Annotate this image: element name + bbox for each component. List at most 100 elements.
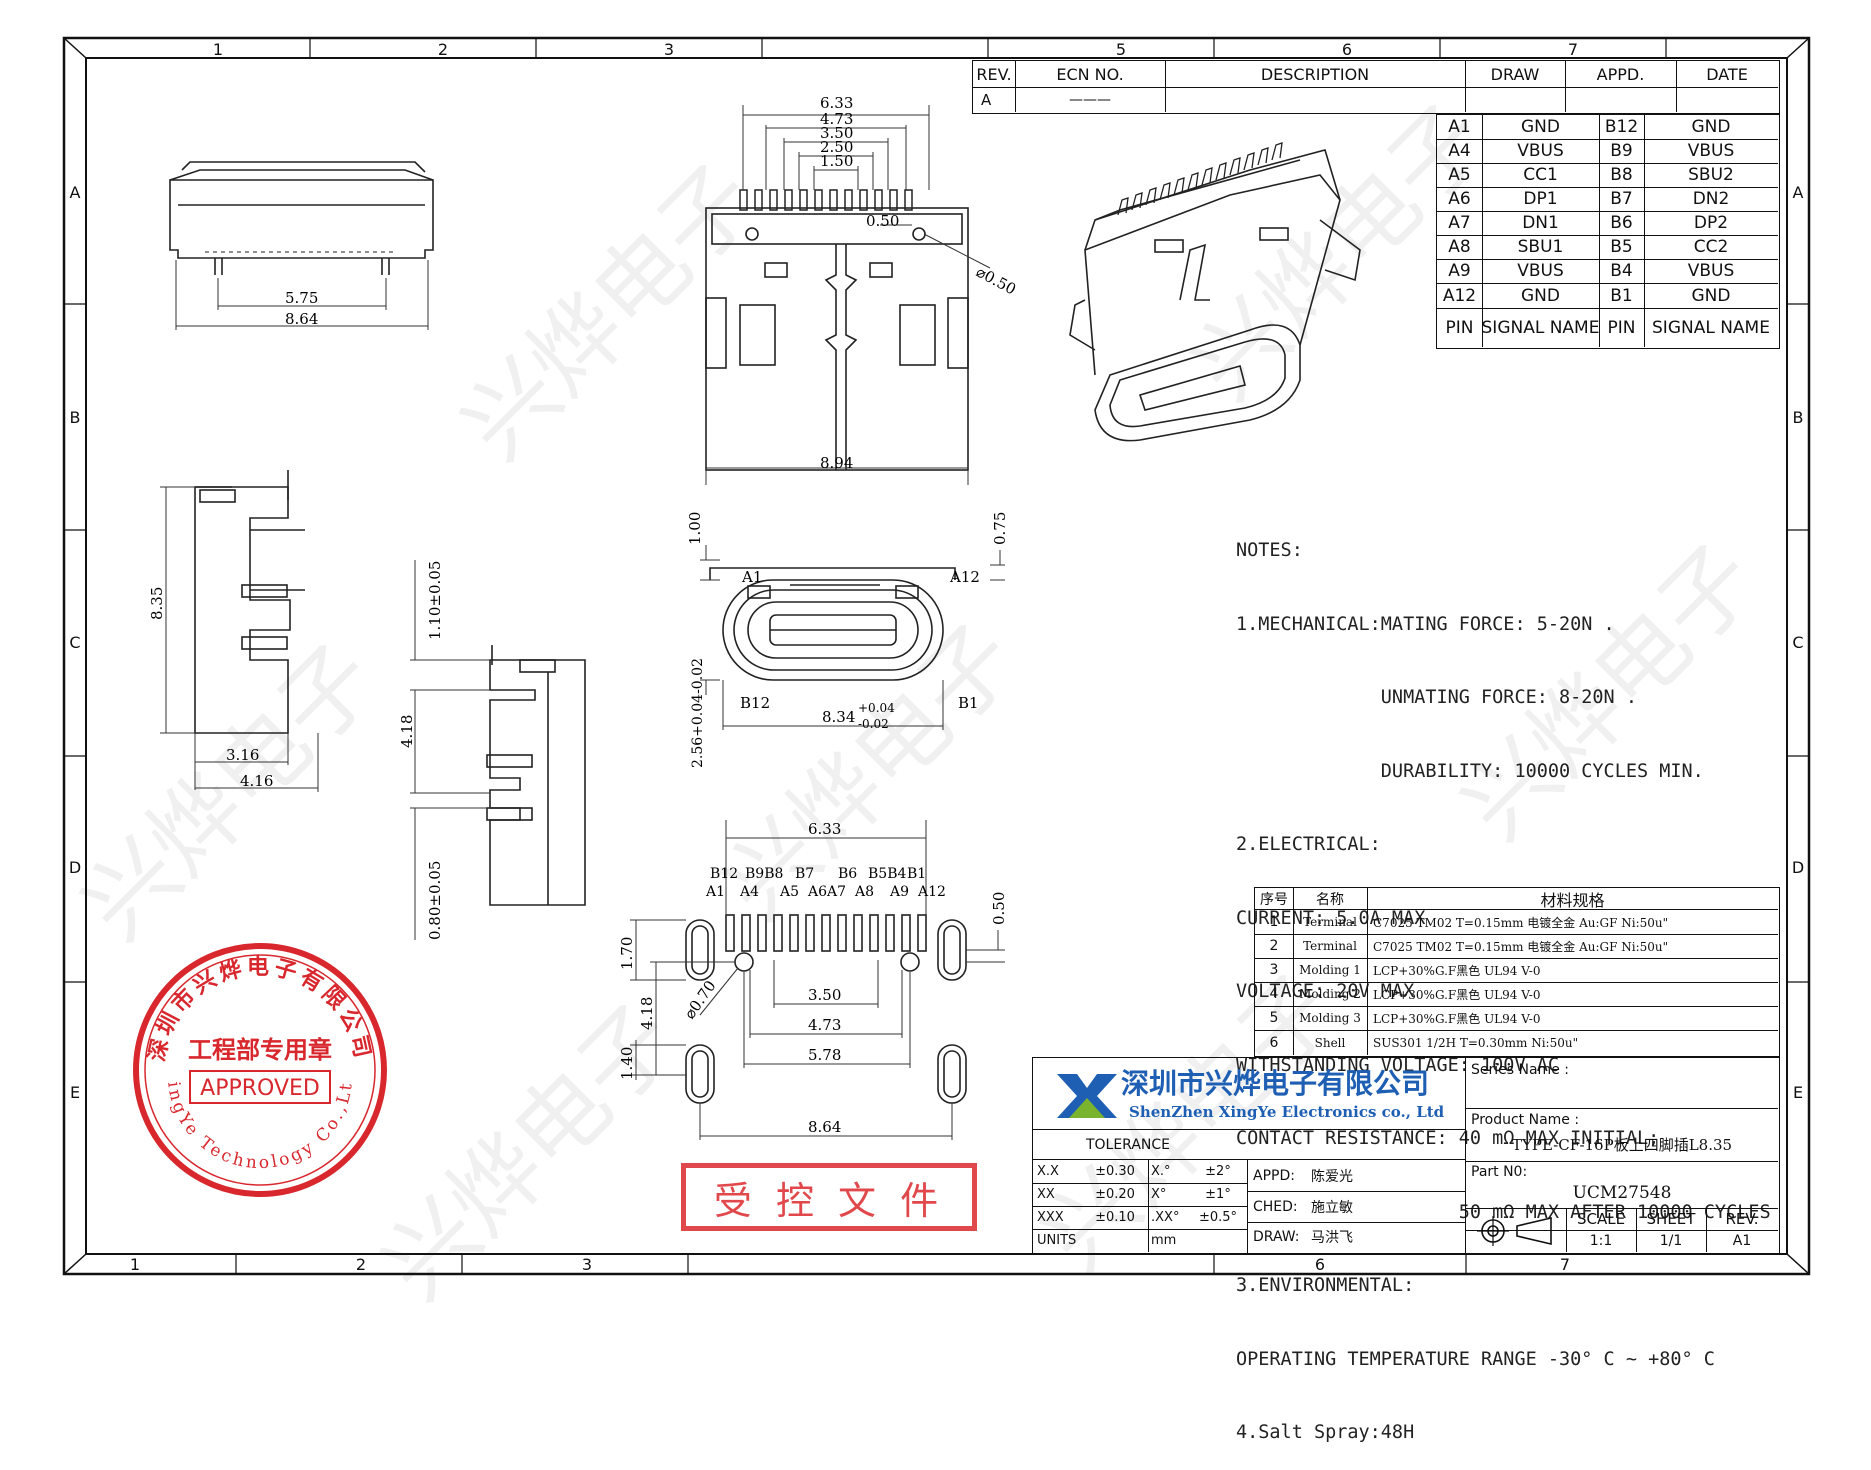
rev-value: A1 [1732, 1233, 1752, 1249]
dim-fp-1-40: 1.40 [618, 1047, 636, 1080]
row-label: A [69, 182, 81, 202]
dim-fp-1-70: 1.70 [618, 937, 636, 970]
dim-fp-4-73: 4.73 [808, 1016, 841, 1034]
bom-spec: LCP+30%G.F黑色 UL94 V-0 [1373, 963, 1541, 978]
title-block: 深圳市兴烨电子有限公司 ShenZhen XingYe Electronics … [1032, 1057, 1780, 1255]
bottom-col-label: 6 [1314, 1254, 1326, 1274]
front-view [705, 207, 969, 471]
product-label: Product Name : [1471, 1112, 1580, 1128]
row-label: A [1792, 182, 1804, 202]
appd-label: APPD: [1253, 1167, 1295, 1184]
dim-fp-dia-0-70: ⌀0.70 [681, 977, 720, 1022]
pin-b-signal: DN2 [1692, 189, 1730, 209]
col-label: 5 [1115, 39, 1127, 59]
bottom-col-label: 7 [1559, 1254, 1571, 1274]
pin-b: B6 [1610, 213, 1633, 233]
appd-name: 陈爱光 [1311, 1168, 1353, 1185]
notes-line: CONTACT RESISTANCE: 40 mΩ MAX INITIAL; [1236, 1128, 1660, 1149]
pin-b-signal: SBU2 [1688, 165, 1734, 185]
dim-8-34-minus: -0.02 [858, 717, 889, 731]
notes-line: 3.ENVIRONMENTAL: [1236, 1275, 1415, 1296]
notes-line: UNMATING FORCE: 8-20N . [1236, 687, 1637, 708]
bom-no: 4 [1269, 986, 1279, 1002]
row-label: C [1792, 632, 1804, 652]
pin-a: A7 [1448, 213, 1471, 233]
dim-4-16: 4.16 [240, 772, 273, 790]
pin-a: A9 [1448, 261, 1471, 281]
notes-line: WITHSTANDING VOLTAGE: 100V AC [1236, 1054, 1560, 1076]
company-logo-icon [1057, 1074, 1117, 1118]
pin-a-signal: SBU1 [1517, 237, 1564, 257]
series-label: Series Name : [1471, 1062, 1569, 1078]
dim-0-50: 0.50 [866, 212, 899, 230]
sheet-value: 1/1 [1659, 1233, 1683, 1249]
notes-line: VOLTAGE: 20V MAX [1236, 981, 1415, 1002]
bom-no: 5 [1269, 1010, 1279, 1026]
sheet-label: SHEET [1646, 1210, 1696, 1228]
tol-key: X.X [1037, 1164, 1059, 1179]
bottom-col-label: 3 [581, 1254, 593, 1274]
dim-dia-0-50: ⌀0.50 [973, 263, 1019, 299]
pin-a-signal: CC1 [1523, 165, 1558, 185]
dim-1-50: 1.50 [820, 152, 853, 170]
front-view-pins [739, 189, 913, 211]
pin-b-signal: GND [1691, 285, 1731, 306]
dim-1-10: 1.10±0.05 [426, 561, 444, 640]
units-label: UNITS [1037, 1233, 1077, 1248]
pin-a-signal: DN1 [1522, 213, 1559, 233]
seal-mid-text: 工程部专用章 [188, 1036, 332, 1064]
dim-1-00: 1.00 [686, 512, 704, 545]
pin-a: A8 [1448, 237, 1471, 257]
fp-label-a9: A9 [889, 884, 909, 900]
tol-val: ±0.30 [1095, 1164, 1135, 1179]
notes-line: 2.ELECTRICAL: [1236, 834, 1381, 855]
side-view-top [169, 161, 434, 275]
row-label: C [69, 632, 81, 652]
dim-fp-4-18: 4.18 [638, 997, 656, 1030]
pin-b-signal: VBUS [1687, 261, 1735, 281]
bom-spec: LCP+30%G.F黑色 UL94 V-0 [1373, 987, 1541, 1002]
pin-b: B5 [1610, 237, 1633, 257]
approval-seal: 深圳市兴烨电子有限公司 XingYe Technology Co.,Ltd 工程… [128, 938, 387, 1197]
bom-name: Molding 2 [1299, 987, 1361, 1001]
company-name-en: ShenZhen XingYe Electronics co., Ltd [1129, 1103, 1445, 1121]
dim-4-18: 4.18 [398, 715, 416, 748]
fp-label-a5: A5 [779, 884, 799, 900]
tol-val: ±0.20 [1095, 1187, 1135, 1202]
dim-3-16: 3.16 [226, 746, 259, 764]
part-number: UCM27548 [1572, 1183, 1672, 1203]
signal-footer: SIGNAL NAME [1481, 317, 1600, 338]
side-view-small [486, 645, 586, 906]
rev-value: A [981, 91, 992, 109]
side-view-left [194, 470, 305, 734]
notes-line: 50 mΩ MAX AFTER 10000 CYCLES [1236, 1201, 1771, 1223]
fp-label-a4: A4 [739, 884, 759, 900]
controlled-document-text: 受 控 文 件 [713, 1178, 945, 1223]
pin-a: A6 [1448, 189, 1471, 209]
notes-line: 4.Salt Spray:48H [1236, 1422, 1415, 1443]
scale-label: SCALE [1576, 1210, 1626, 1228]
tol-key: XXX [1037, 1210, 1064, 1225]
fp-label-a12: A12 [917, 884, 946, 900]
bom-table: 序号 名称 材料规格 1 Terminal C7025 TM02 T=0.15m… [1254, 887, 1780, 1057]
pin-a: A12 [1442, 285, 1477, 306]
ched-label: CHED: [1253, 1198, 1298, 1215]
notes-line: OPERATING TEMPERATURE RANGE -30° C ~ +80… [1236, 1348, 1715, 1370]
dim-fp-8-64: 8.64 [808, 1118, 841, 1136]
bom-no: 6 [1269, 1034, 1279, 1051]
dim-4-73: 4.73 [820, 110, 853, 128]
pin-b: B8 [1610, 165, 1633, 185]
bom-name: Shell [1314, 1035, 1346, 1050]
bom-no: 1 [1269, 914, 1279, 930]
fp-label-a1: A1 [705, 884, 725, 900]
tolerance-label: TOLERANCE [1085, 1137, 1171, 1153]
rev-header-description: DESCRIPTION [1260, 65, 1370, 84]
pin-b-signal: VBUS [1687, 141, 1735, 161]
pin-a-signal: DP1 [1523, 189, 1558, 209]
tol-key: XX [1037, 1187, 1055, 1202]
rev-header-rev: REV. [976, 65, 1012, 84]
dim-0-80: 0.80±0.05 [426, 861, 444, 940]
pin-b: B1 [1610, 285, 1633, 306]
fp-label-b1: B1 [907, 866, 926, 882]
mouth-view [709, 567, 956, 681]
